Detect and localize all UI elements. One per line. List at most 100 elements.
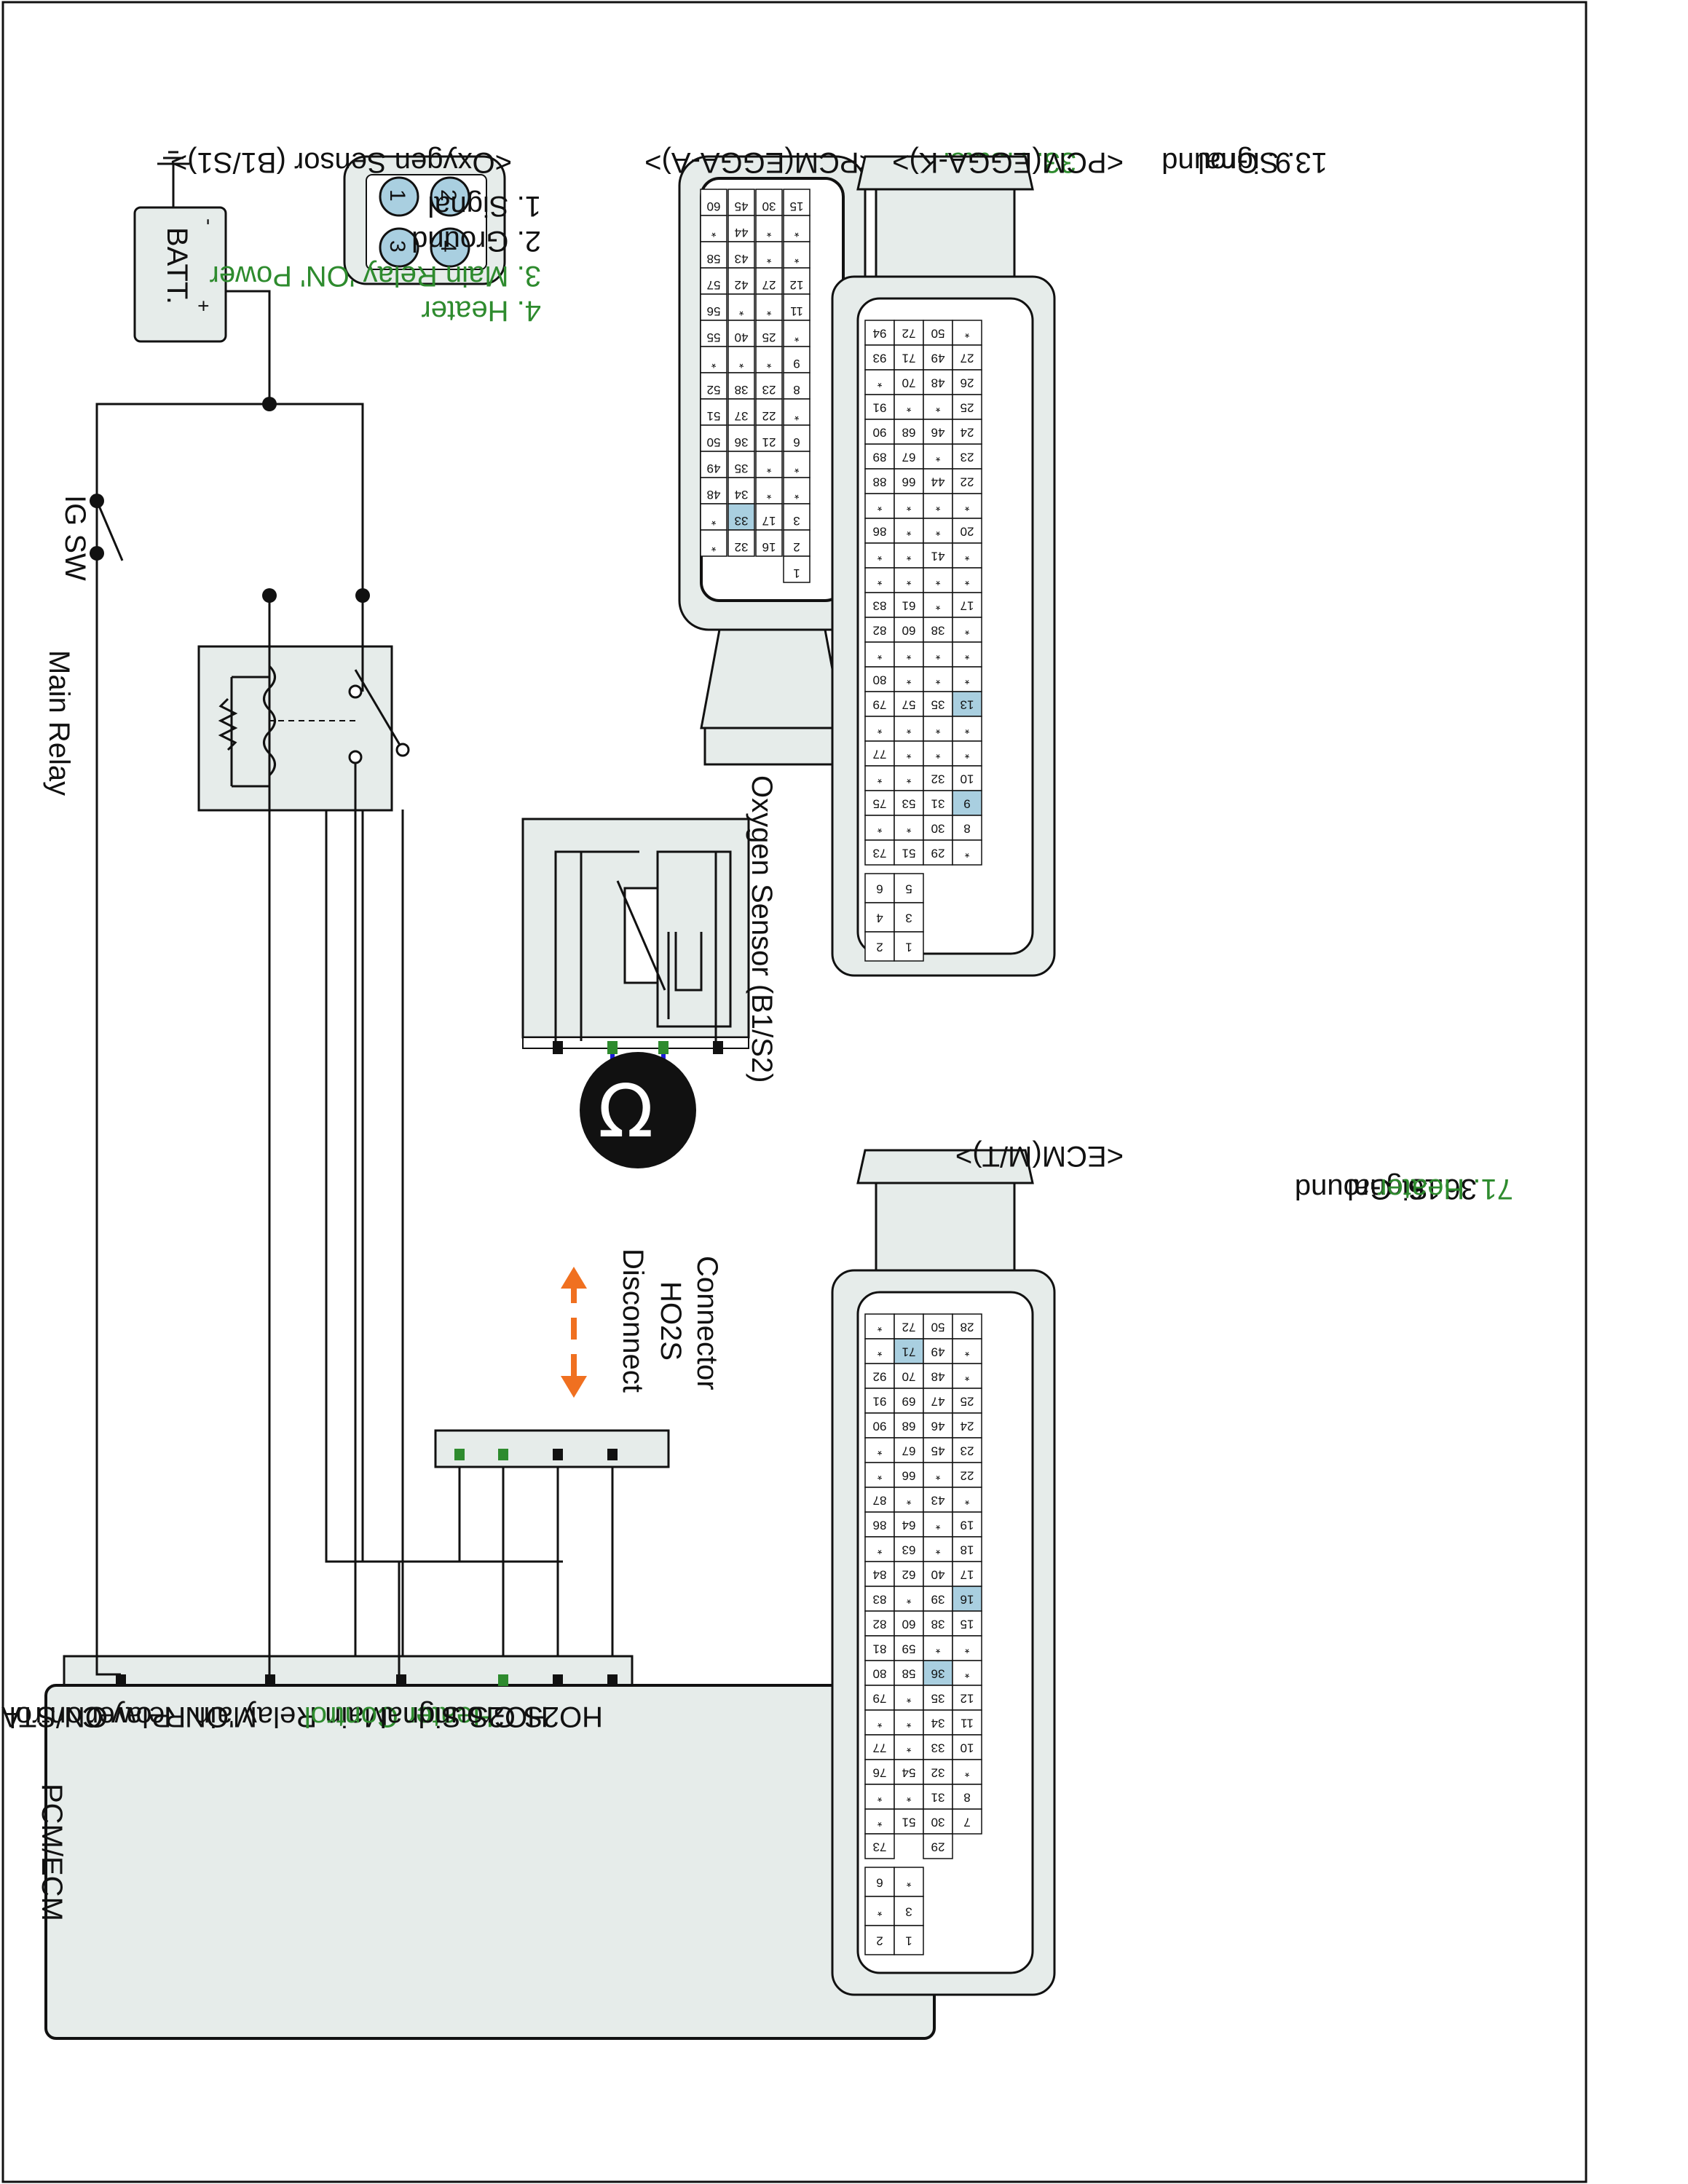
pin-label: 53 — [902, 797, 916, 811]
pin-label: 82 — [873, 1618, 887, 1631]
pin-label: * — [935, 1519, 940, 1532]
pin-label: 35 — [931, 698, 945, 712]
pin-label: 36 — [931, 1667, 945, 1681]
pin-label: * — [906, 1717, 911, 1730]
pin-label: 24 — [961, 426, 974, 440]
aux-pin-label: * — [877, 1905, 882, 1919]
pin-label: * — [935, 451, 940, 464]
egga-k-pin-ground: 9. Ground — [1162, 146, 1291, 178]
pin-label: * — [935, 401, 940, 415]
pin-label: * — [935, 723, 940, 737]
pin-cell — [952, 1808, 982, 1835]
pin-cell — [864, 1833, 895, 1859]
pin-cell — [700, 529, 727, 557]
pin-label: * — [877, 822, 882, 836]
pin-label: 90 — [873, 1420, 887, 1433]
pin-label: * — [877, 574, 882, 588]
pin-label: * — [935, 599, 940, 613]
terminal-on-start-input: ON/START Input — [0, 1701, 108, 1733]
pin-label: 35 — [735, 462, 749, 475]
pin-label: * — [906, 1692, 911, 1706]
pin-label: 30 — [762, 199, 776, 213]
ecm-mt-pin-signal: 36. Signal — [1347, 1173, 1477, 1205]
battery: BATT. - + — [133, 206, 227, 343]
pin-label: 29 — [931, 847, 945, 860]
pin-label: 22 — [961, 1469, 974, 1483]
svg-text:-: - — [198, 218, 221, 225]
pin-label: 73 — [873, 847, 887, 860]
o2-b1s1-pin-ground: 2. Ground — [411, 225, 541, 257]
pin-label: 72 — [902, 1321, 916, 1334]
pin-label: 72 — [902, 327, 916, 341]
pin-label: 62 — [902, 1568, 916, 1582]
pin-cell — [755, 529, 783, 557]
pin-label: * — [906, 574, 911, 588]
pin-label: 63 — [902, 1543, 916, 1557]
pin-label: * — [877, 1345, 882, 1359]
pin-label: * — [964, 327, 969, 341]
pin-label: 73 — [873, 1840, 887, 1854]
pin-label: 23 — [961, 1444, 974, 1458]
pin-label: * — [964, 1494, 969, 1508]
pin-label: 12 — [961, 1692, 974, 1706]
pin-cell — [727, 529, 755, 557]
terminal-main-relay-control: Main Relay Control — [9, 1701, 257, 1733]
pin-label: 86 — [873, 1519, 887, 1532]
pin-label: 33 — [735, 514, 749, 528]
pin-label: 43 — [931, 1494, 945, 1508]
pin-label: 43 — [735, 252, 749, 266]
terminal-ho2s-ground: HO2S Ground — [419, 1701, 603, 1733]
pin-label: 1 — [793, 566, 800, 580]
pin-label: 92 — [873, 1370, 887, 1384]
svg-text:+: + — [192, 300, 215, 312]
ig-sw-label: IG SW — [59, 495, 91, 581]
pin-label: * — [964, 500, 969, 514]
pin-label: 80 — [873, 1667, 887, 1681]
pin-label: * — [711, 514, 716, 528]
pin-label: 60 — [902, 1618, 916, 1631]
pin-label: 79 — [873, 1692, 887, 1706]
pin-label: 93 — [873, 352, 887, 365]
pin-label: 40 — [931, 1568, 945, 1582]
pin-label: 94 — [873, 327, 887, 341]
pin-label: 35 — [931, 1692, 945, 1706]
pin-label: 25 — [762, 331, 776, 344]
pin-label: 54 — [902, 1766, 916, 1780]
pin-label: * — [964, 1667, 969, 1681]
o2-pin-1: 1 — [385, 189, 409, 202]
aux-pin-label: 2 — [876, 941, 883, 954]
pin-label: 9 — [793, 357, 800, 371]
pin-label: 41 — [931, 550, 945, 563]
pin-label: 48 — [931, 1370, 945, 1384]
pin-label: 89 — [873, 451, 887, 464]
pin-label: 47 — [931, 1395, 945, 1409]
pin-label: 37 — [735, 409, 749, 423]
ecm-mt-title: <ECM(M/T)> — [955, 1140, 1124, 1172]
pin-label: 51 — [902, 847, 916, 860]
pin-label: 28 — [961, 1321, 974, 1334]
pin-label: * — [738, 357, 744, 371]
pin-label: 3 — [793, 514, 800, 528]
pin-label: * — [964, 1345, 969, 1359]
ecm-mt-pin-heater: 71. Heater — [1377, 1173, 1513, 1205]
pin-label: 38 — [931, 1618, 945, 1631]
pin-label: 32 — [735, 540, 749, 554]
pin-label: 50 — [931, 1321, 945, 1334]
egga-k-pin-signal: 13. Signal — [1198, 146, 1328, 178]
pcm-ecm-block: PCM/ECM — [36, 1655, 936, 2040]
pin-label: 17 — [961, 1568, 974, 1582]
aux-pin-label: * — [906, 1876, 911, 1890]
pin-label: 77 — [873, 1741, 887, 1755]
o2-pin-4: 4 — [436, 240, 460, 253]
pin-label: * — [964, 550, 969, 563]
pin-label: * — [794, 252, 799, 266]
pin-label: 31 — [931, 797, 945, 811]
pin-label: * — [935, 574, 940, 588]
pin-label: 29 — [931, 1840, 945, 1854]
disconnect-label-1: Disconnect — [617, 1249, 649, 1393]
pin-label: * — [935, 673, 940, 687]
battery-label: BATT. — [161, 227, 193, 304]
aux-pin-label: 4 — [876, 911, 883, 925]
pin-label: * — [766, 252, 771, 266]
pin-label: 8 — [963, 822, 970, 836]
